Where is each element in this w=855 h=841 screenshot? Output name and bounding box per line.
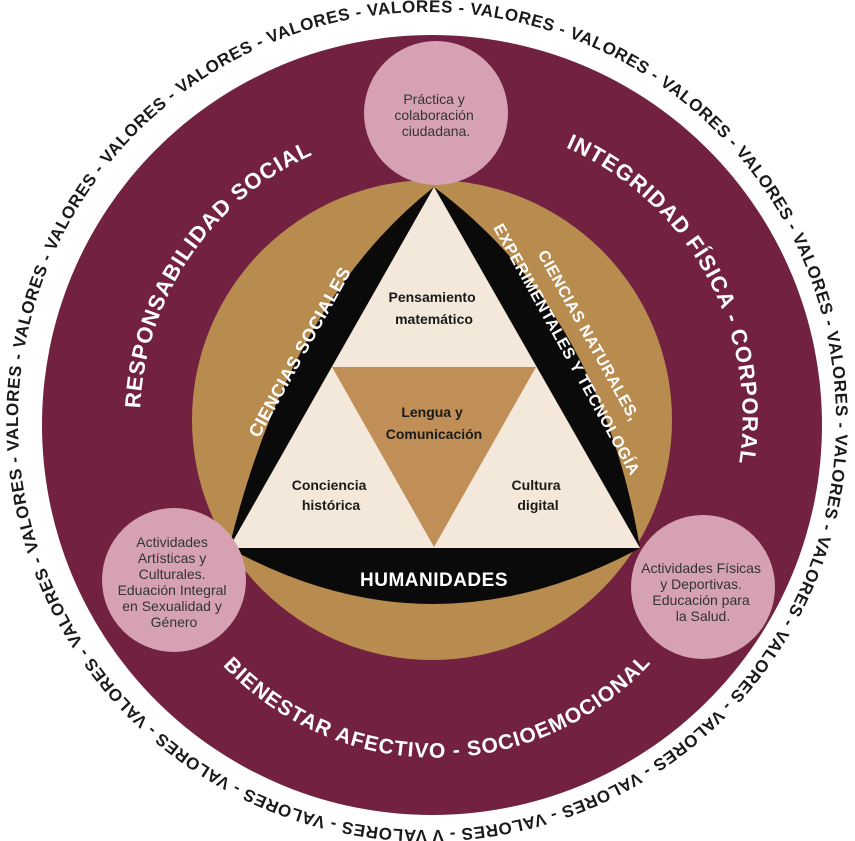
bubble-left-line2: Artísticas y (138, 550, 206, 566)
triangle-top-line2: matemático (395, 311, 473, 327)
triangle-center-line2: Comunicación (386, 426, 482, 442)
bubble-left-line5: en Sexualidad y (122, 598, 222, 614)
triangle-center-label: Lengua y Comunicación (386, 404, 482, 442)
triangle-left-line2: histórica (302, 497, 361, 513)
bubble-left-line6: Género (151, 614, 198, 630)
bubble-left (102, 508, 246, 652)
triangle-top-line1: Pensamiento (388, 289, 475, 305)
triangle-right-line2: digital (517, 497, 558, 513)
bubble-top (364, 41, 508, 185)
bubble-left-line1: Actividades (136, 534, 208, 550)
bubble-right-line4: la Salud. (676, 608, 730, 624)
triangle-left-label: Conciencia histórica (292, 477, 371, 513)
bubble-right-text: Actividades Físicas y Deportivas. Educac… (641, 560, 765, 624)
triangle-right-line1: Cultura (512, 477, 561, 493)
bubble-top-line2: colaboración (394, 107, 473, 123)
triangle-left-line1: Conciencia (292, 477, 367, 493)
bubble-top-line3: ciudadana. (402, 123, 471, 139)
triangle-right-label: Cultura digital (512, 477, 565, 513)
bubble-right-line1: Actividades Físicas (641, 560, 761, 576)
bubble-left-line4: Eduación Integral (118, 582, 227, 598)
triangle-top-label: Pensamiento matemático (388, 289, 479, 327)
inner-gold-triangle (332, 367, 536, 547)
bubble-right-line2: y Deportivas. (660, 576, 742, 592)
bubble-right-line3: Educación para (652, 592, 750, 608)
bubble-top-text: Práctica y colaboración ciudadana. (394, 91, 477, 139)
bubble-top-line1: Práctica y (403, 91, 464, 107)
bubble-left-text: Actividades Artísticas y Culturales. Edu… (118, 534, 231, 630)
bubble-right (631, 515, 775, 659)
bubble-left-line3: Culturales. (139, 566, 206, 582)
triangle-center-line1: Lengua y (401, 404, 463, 420)
band-label-bottom: HUMANIDADES (360, 570, 508, 591)
